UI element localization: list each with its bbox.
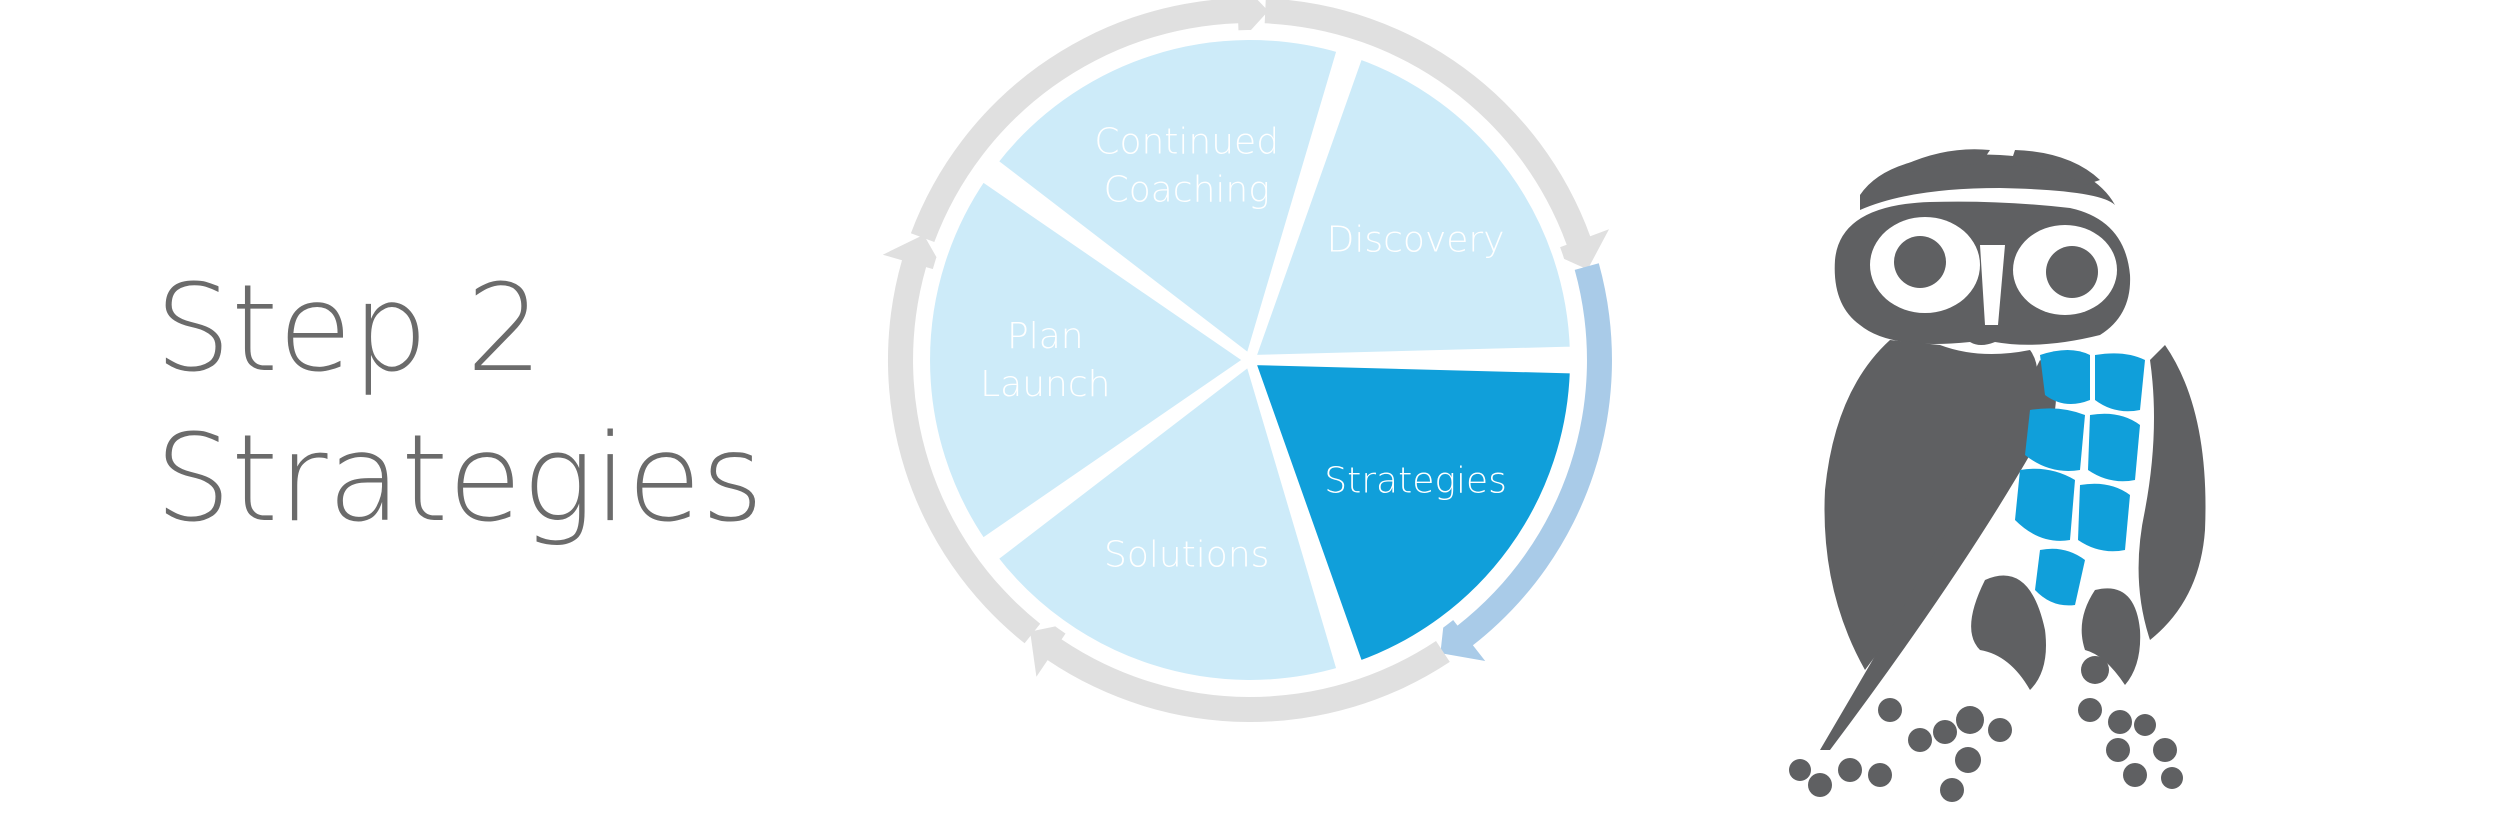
- owl-toe-dots: [1789, 656, 2183, 802]
- owl-toe-dot: [2108, 710, 2132, 734]
- cycle-segment-3: [987, 355, 1348, 690]
- cycle-segments: [920, 30, 1580, 690]
- cycle-label-line: Continued: [1094, 121, 1279, 162]
- owl-toe-dot: [1878, 698, 1902, 722]
- cycle-segment-5: [987, 30, 1348, 365]
- owl-toe-dot: [1940, 778, 1964, 802]
- cycle-label-line: Plan: [1007, 316, 1084, 357]
- owl-toe-dot: [1956, 706, 1984, 734]
- owl-toe-dot: [2081, 656, 2109, 684]
- cycle-segment-2: [1245, 355, 1580, 672]
- cycle-label-line: Launch: [980, 364, 1110, 405]
- cycle-label-line: Solutions: [1104, 535, 1269, 576]
- cycle-label-line: Strategies: [1324, 460, 1507, 501]
- owl-toe-dot: [2153, 738, 2177, 762]
- cycle-ring-arrow-5: [910, 0, 1269, 242]
- cycle-ring-arrow-2: [1440, 263, 1612, 661]
- owl-toe-dot: [2078, 698, 2102, 722]
- title-topic: Strategies: [155, 410, 764, 549]
- cycle-label-line: Coaching: [1104, 169, 1270, 210]
- cycle-label-2: Strategies: [1324, 460, 1507, 501]
- cycle-ring: [882, 0, 1612, 723]
- owl-eyes: [1870, 217, 2117, 325]
- cycle-ring-arrow-4: [882, 234, 1041, 644]
- cycle-label-line: Discovery: [1327, 220, 1505, 261]
- owl-toe-dot: [1988, 718, 2012, 742]
- owl-toe-dot: [2161, 767, 2183, 789]
- owl-toe-dot: [2106, 738, 2130, 762]
- cycle-label-1: Discovery: [1327, 220, 1505, 261]
- owl-toe-dot: [1838, 758, 1862, 782]
- owl-toe-dot: [1868, 763, 1892, 787]
- owl-chest-feathers: [2015, 350, 2145, 606]
- cycle-ring-arrow-3: [1030, 622, 1450, 723]
- owl-toe-dot: [2123, 763, 2147, 787]
- title-step: Step 2: [155, 260, 543, 399]
- cycle-label-3: Solutions: [1104, 535, 1269, 576]
- owl-icon: [1789, 149, 2206, 802]
- owl-body: [1820, 149, 2206, 750]
- owl-toe-dot: [1955, 747, 1981, 773]
- cycle-segment-4: [920, 170, 1255, 550]
- cycle-ring-arrow-1: [1264, 0, 1609, 270]
- owl-toe-dot: [1789, 759, 1811, 781]
- page-title: Step 2 Strategies: [155, 255, 764, 555]
- owl-toe-dot: [1808, 773, 1832, 797]
- owl-toe-dot: [1908, 728, 1932, 752]
- cycle-segment-1: [1245, 48, 1580, 365]
- owl-toe-dot: [1933, 720, 1957, 744]
- owl-toe-dot: [2134, 714, 2156, 736]
